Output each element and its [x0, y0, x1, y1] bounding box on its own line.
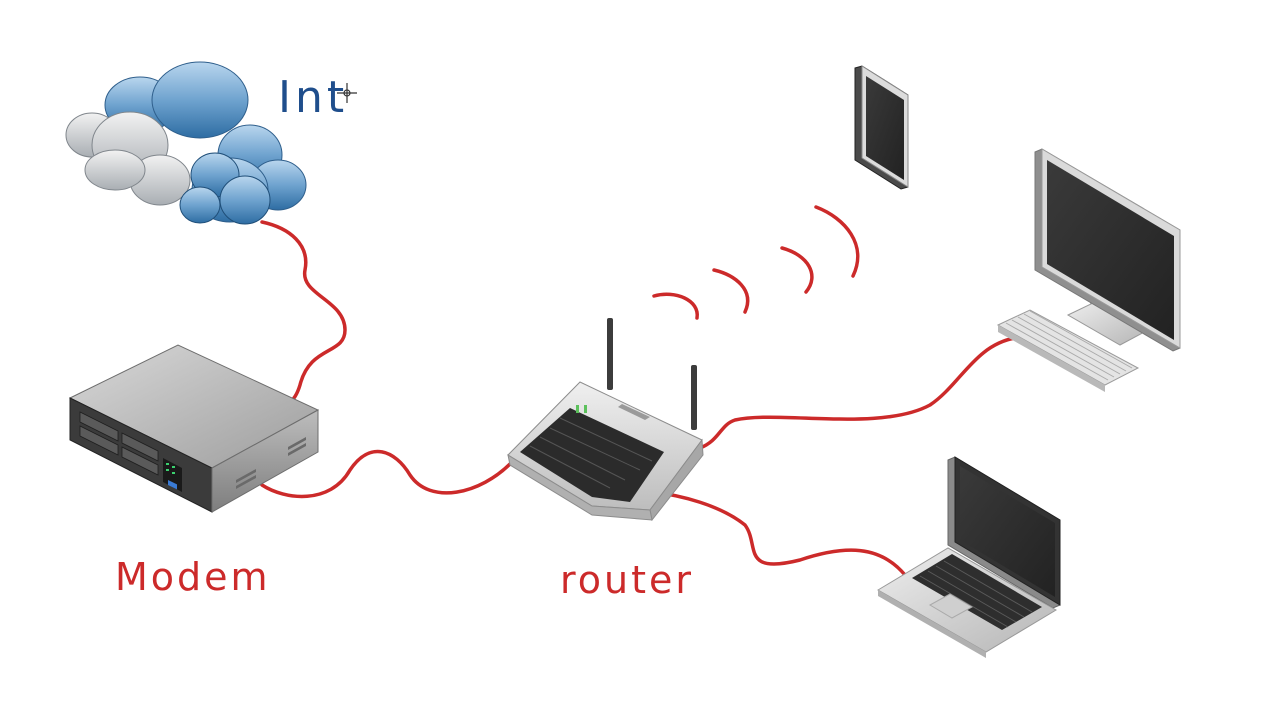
tablet-icon — [854, 65, 909, 190]
laptop-icon — [877, 456, 1061, 658]
wifi-arc-4 — [814, 205, 860, 278]
router-icon — [507, 318, 704, 522]
cable-internet-to-modem — [260, 220, 347, 407]
wifi-arc-2 — [712, 268, 750, 314]
router-label: router — [560, 558, 694, 602]
cables — [260, 220, 1017, 577]
internet-label: Int — [278, 72, 348, 123]
modem-icon — [68, 344, 320, 513]
desktop-computer-icon — [1034, 148, 1181, 352]
keyboard-icon — [996, 309, 1140, 392]
wifi-arc-3 — [780, 246, 814, 294]
cable-router-to-desktop — [698, 336, 1017, 450]
wifi-signal — [652, 205, 860, 320]
router-antenna-left — [607, 318, 613, 390]
cable-router-to-laptop — [650, 490, 907, 577]
cursor-icon — [337, 83, 357, 103]
router-antenna-right — [691, 365, 697, 430]
internet-cloud-icon — [65, 61, 307, 225]
wifi-arc-1 — [652, 292, 699, 320]
modem-label: Modem — [115, 555, 271, 599]
cable-modem-to-router — [260, 449, 514, 499]
